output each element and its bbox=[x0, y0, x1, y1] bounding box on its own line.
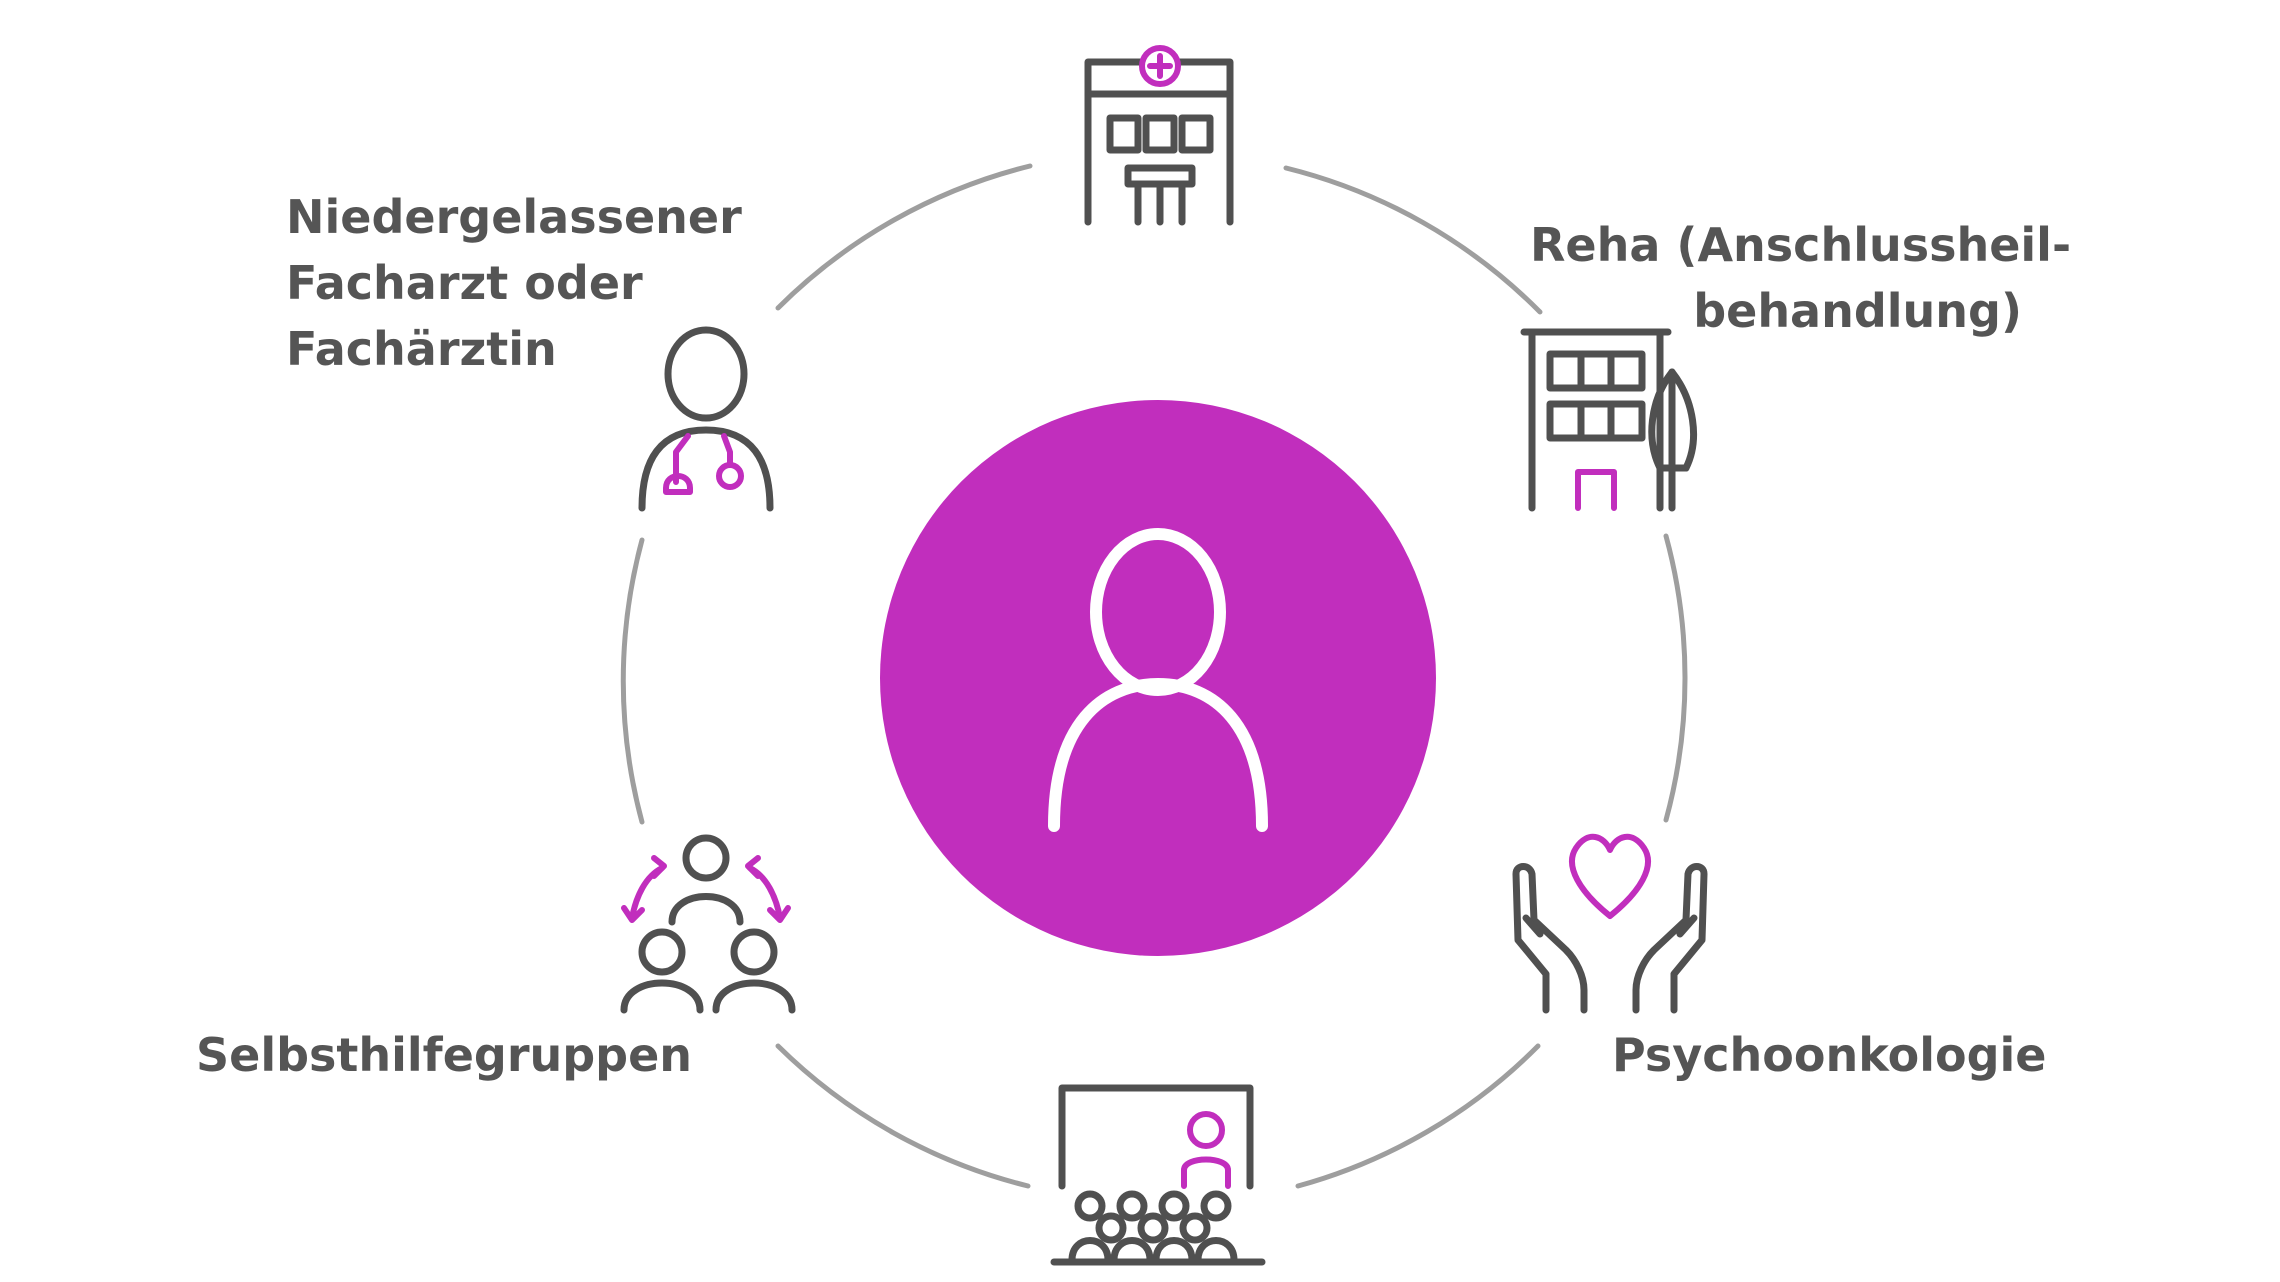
person-icon bbox=[1048, 528, 1268, 832]
ring-arc-education-selfhelp bbox=[775, 1043, 1031, 1189]
label-psychooncology: Psychoonkologie bbox=[1612, 1028, 2047, 1082]
hospital-icon bbox=[1084, 45, 1234, 226]
label-specialist: Niedergelassener Facharzt oder Fachärzti… bbox=[286, 190, 742, 376]
doctor-stethoscope-icon bbox=[638, 326, 774, 512]
ring-arc-selfhelp-specialist bbox=[620, 537, 645, 825]
label-self-help-groups: Selbsthilfegruppen bbox=[196, 1028, 693, 1082]
ring-arc-rehab-psychooncology bbox=[1663, 533, 1688, 823]
center-patient bbox=[880, 400, 1436, 956]
ring-arc-psychooncology-education bbox=[1295, 1043, 1541, 1189]
presentation-audience-icon bbox=[1050, 1084, 1266, 1266]
ring-arc-specialist-hospital bbox=[775, 163, 1033, 311]
group-exchange-icon bbox=[620, 834, 796, 1014]
ring-arc-hospital-rehab bbox=[1283, 165, 1543, 315]
rehab-building-icon bbox=[1520, 328, 1698, 512]
label-rehab: Reha (Anschlussheil- behandlung) bbox=[1530, 218, 2072, 338]
caring-hands-heart-icon bbox=[1512, 834, 1708, 1014]
connection-ring bbox=[620, 163, 1688, 1189]
